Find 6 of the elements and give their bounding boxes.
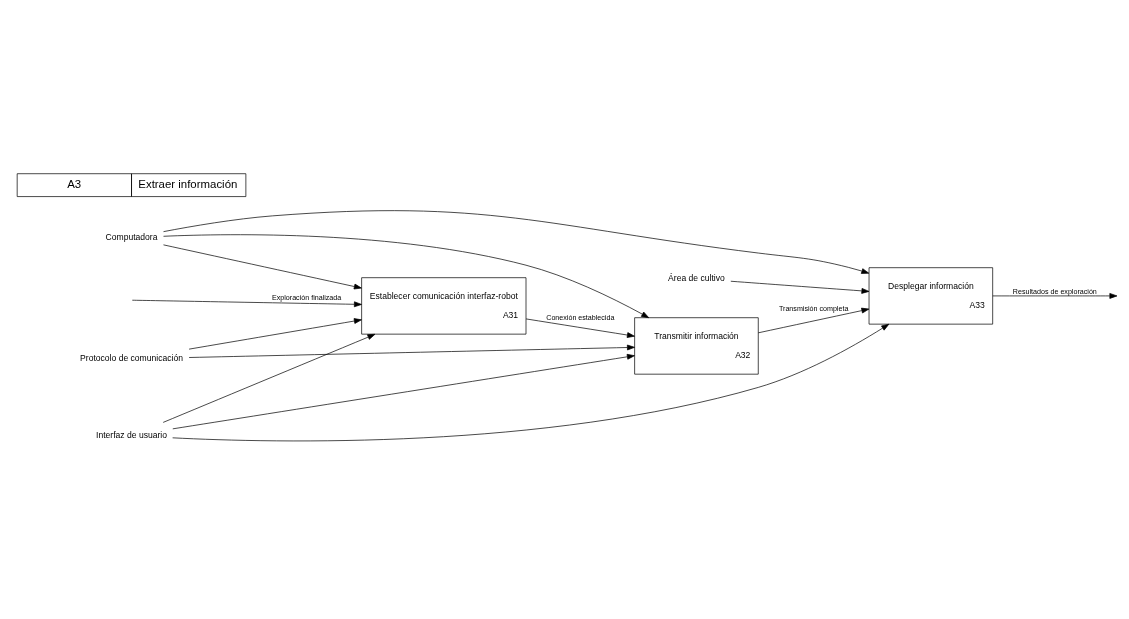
node-text: Interfaz de usuario <box>96 429 167 440</box>
node-text: Área de cultivo <box>668 272 725 283</box>
label: A3 <box>67 177 82 190</box>
label: Extraer información <box>138 177 238 190</box>
node-text: Protocolo de comunicación <box>80 353 183 364</box>
node-text: Computadora <box>105 232 158 243</box>
